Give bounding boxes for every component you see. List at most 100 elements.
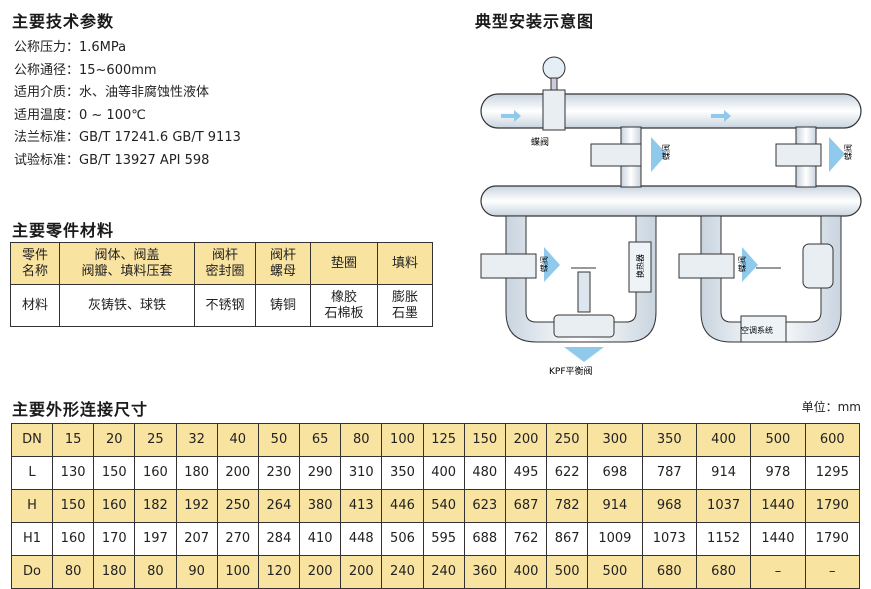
dim-cell: 50 [257,423,301,457]
dim-cell: 160 [93,489,136,523]
dim-cell: 410 [299,522,342,556]
spec-diameter: 公称通径：15~600mm [14,62,157,78]
dim-cell: 595 [422,522,465,556]
dim-cell: 698 [587,456,643,490]
dim-cell: 197 [134,522,177,556]
butterfly-valve-top: 蝶阀 [531,56,566,148]
dim-cell: 680 [695,555,752,589]
mat-header-stem-seal: 阀杆 密封圈 [194,242,256,285]
dim-cell: 350 [641,423,697,457]
unit-label: 单位：mm [801,400,861,414]
dimensions-title: 主要外形连接尺寸 [12,400,149,419]
dim-cell: 495 [504,456,548,490]
mat-header-stem-nut: 阀杆 螺母 [255,242,311,285]
materials-table: 零件 名称 阀体、阀盖 阀瓣、填料压套 阀杆 密封圈 阀杆 螺母 垫圈 填料 材… [10,242,433,327]
ac-system: 空调系统 [740,315,787,343]
dim-cell: 170 [93,522,136,556]
dim-cell: 978 [750,456,806,490]
dim-cell: 270 [216,522,259,556]
dim-cell: 15 [51,423,95,457]
dim-cell: 446 [381,489,424,523]
heat-exchanger [628,241,652,293]
specs-list: 公称压力：1.6MPa 公称通径：15~600mm 适用介质：水、油等非腐蚀性液… [14,37,241,172]
dim-cell: 1295 [804,456,861,490]
dim-cell: 968 [641,489,697,523]
dim-cell: 200 [340,555,383,589]
dim-cell: 1440 [750,522,806,556]
installation-diagram: 蝶阀 蝶阀 蝶阀 蝶阀 换热器 KPF平衡阀 蝶阀 [480,56,862,377]
spec-pressure: 公称压力：1.6MPa [14,40,127,55]
dim-cell: 300 [587,423,643,457]
mat-header-body: 阀体、阀盖 阀瓣、填料压套 [59,242,195,285]
dim-cell: 448 [340,522,383,556]
flow-arrow-right [711,110,731,122]
spec-temperature: 适用温度：0 ~ 100℃ [14,107,146,123]
main-pipe-middle [480,185,862,217]
dim-cell: 192 [175,489,218,523]
dim-cell: 180 [93,555,136,589]
spec-medium: 适用介质：水、油等非腐蚀性液体 [14,85,210,100]
mat-gasket: 橡胶 石棉板 [310,284,378,327]
butterfly-valve-lower-right: 蝶阀 [678,247,758,282]
dim-cell: 680 [641,555,697,589]
spec-flange: 法兰标准：GB/T 17241.6 GB/T 9113 [14,130,241,145]
mat-stem-nut: 铸铜 [255,284,311,327]
specs-title: 主要技术参数 [12,12,115,31]
dim-cell: 80 [134,555,177,589]
dim-cell: 1790 [804,489,861,523]
dim-cell: 500 [587,555,643,589]
dim-cell: 180 [175,456,218,490]
dim-cell: 400 [695,423,752,457]
dim-row-label: H1 [11,522,53,556]
dim-cell: 100 [216,555,259,589]
dim-cell: 914 [695,456,752,490]
mat-body: 灰铸铁、球铁 [59,284,195,327]
loop-left [505,215,657,343]
dim-cell: 1009 [587,522,643,556]
mat-header-packing: 填料 [377,242,433,285]
dim-cell: 120 [257,555,301,589]
dim-cell: 264 [257,489,301,523]
butterfly-label-mid-left: 蝶阀 [661,144,671,160]
dim-cell: – [804,555,861,589]
dim-cell: 480 [463,456,506,490]
butterfly-valve-lower-left: 蝶阀 [480,247,560,282]
ac-label: 空调系统 [741,325,773,335]
dim-cell: 1037 [695,489,752,523]
mat-packing: 膨胀 石墨 [377,284,433,327]
dim-cell: 20 [93,423,136,457]
materials-title: 主要零件材料 [12,221,115,240]
flow-arrow-left [501,110,521,122]
loop-right [700,215,842,343]
dim-cell: 200 [504,423,548,457]
dim-cell: 150 [463,423,506,457]
butterfly-label-lower-right: 蝶阀 [737,256,747,272]
dim-cell: 540 [422,489,465,523]
dim-cell: 622 [546,456,589,490]
butterfly-valve-mid-left: 蝶阀 [590,137,671,172]
dim-row-label: DN [11,423,53,457]
kpf-valve: KPF平衡阀 [549,267,615,377]
dim-cell: 65 [299,423,342,457]
dim-cell: 207 [175,522,218,556]
dim-cell: 200 [299,555,342,589]
dim-cell: 32 [175,423,218,457]
dim-cell: 1790 [804,522,861,556]
dim-cell: 310 [340,456,383,490]
dim-cell: 25 [134,423,177,457]
dim-cell: 782 [546,489,589,523]
mat-stem-seal: 不锈钢 [194,284,256,327]
kpf-valve-right [756,243,834,289]
dim-cell: 380 [299,489,342,523]
heat-exchanger-label: 换热器 [635,254,645,278]
dim-cell: 1073 [641,522,697,556]
dim-cell: 687 [504,489,548,523]
dim-cell: 350 [381,456,424,490]
dim-cell: 506 [381,522,424,556]
dim-cell: 867 [546,522,589,556]
dim-cell: 240 [422,555,465,589]
